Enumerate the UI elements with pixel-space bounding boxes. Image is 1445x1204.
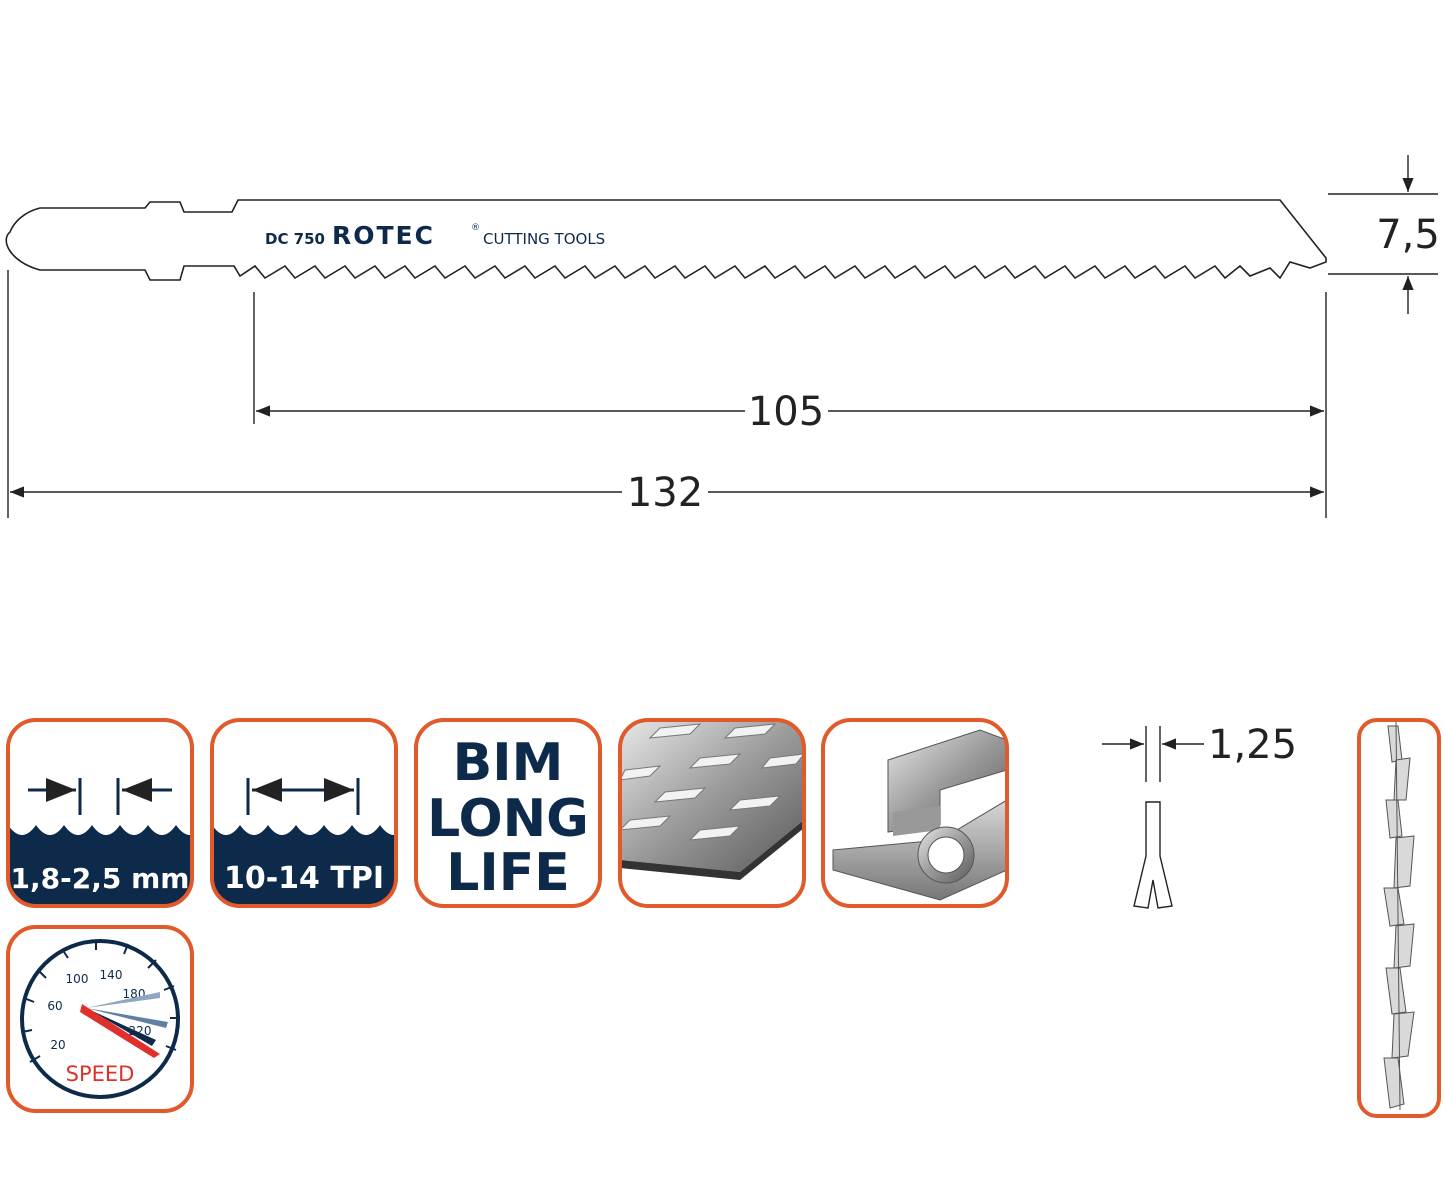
width-label: 7,5: [1376, 212, 1440, 258]
material-line-1: BIM: [453, 733, 564, 793]
speed-gauge-icon: 20 60 100 140 180 220 SPEED: [6, 925, 194, 1113]
thickness-detail: 1,25: [1102, 722, 1297, 909]
blade-outline: [5, 199, 1327, 281]
blade-drawing: DC 750 ROTEC ® CUTTING TOOLS: [5, 199, 1327, 281]
brand-logo: ROTEC: [332, 221, 435, 250]
sheet-metal-icon: [618, 718, 806, 908]
speed-needles: [80, 992, 168, 1058]
thickness-label: 1,25: [1208, 722, 1297, 768]
material-line-3: LIFE: [446, 843, 570, 903]
tpi-label: 10-14 TPI: [224, 861, 384, 896]
bim-long-life-icon: BIM LONG LIFE: [414, 718, 602, 908]
tooth-pitch-label: 1,8-2,5 mm: [11, 862, 190, 895]
total-length-label: 132: [627, 470, 703, 516]
speed-tick-60: 60: [47, 999, 62, 1013]
speed-tick-100: 100: [66, 972, 89, 986]
speed-tick-20: 20: [50, 1038, 65, 1052]
dimension-lines: [7, 155, 1438, 518]
tooth-set-icon: [1357, 718, 1441, 1118]
speed-tick-140: 140: [100, 968, 123, 982]
speed-label: SPEED: [66, 1062, 135, 1086]
tooth-pitch-icon: 1,8-2,5 mm: [6, 718, 194, 908]
profiles-tubes-icon: [821, 718, 1009, 908]
brand-tagline: CUTTING TOOLS: [483, 230, 605, 248]
tpi-icon: 10-14 TPI: [210, 718, 398, 908]
working-length-label: 105: [748, 389, 824, 435]
blade-cross-section: [1133, 801, 1173, 909]
blade-model: DC 750: [265, 230, 325, 248]
registered-mark: ®: [471, 223, 480, 233]
material-line-2: LONG: [427, 789, 589, 849]
